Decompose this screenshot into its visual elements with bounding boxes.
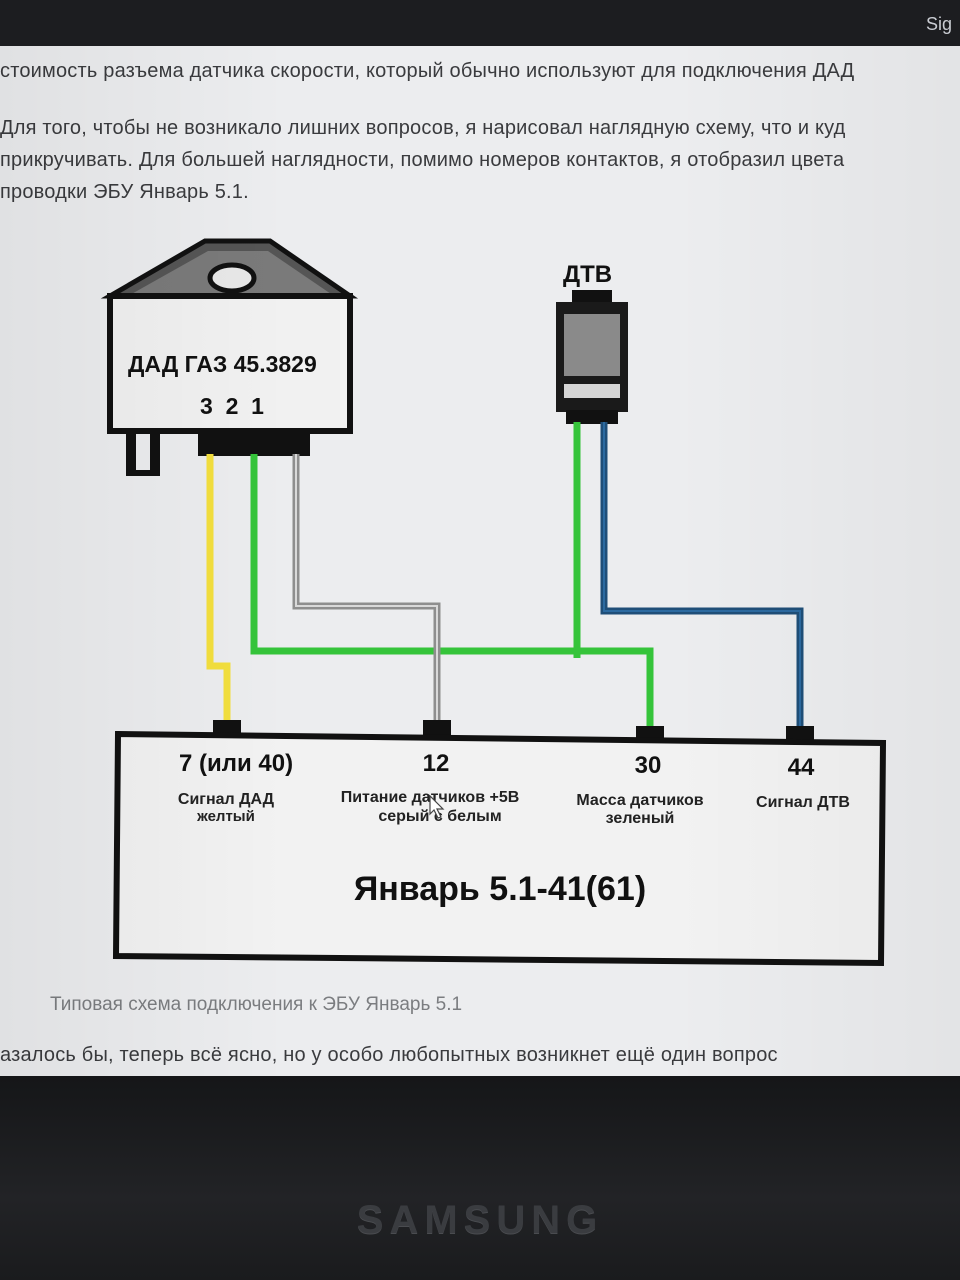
ecu-pin-number-30: 30 [635,752,662,779]
dtv-sensor-strip [564,384,620,398]
ecu-pin-name-7: Сигнал ДАД [178,791,275,808]
dtv-connector [566,410,618,424]
dad-label: ДАД ГАЗ 45.3829 [128,351,317,377]
dad-leg-left [126,430,136,474]
browser-top-bar: Sig [0,0,960,48]
article-line-1: стоимость разъема датчика скорости, кото… [0,60,855,82]
dtv-sensor-face [564,314,620,376]
monitor-brand-logo: SAMSUNG [356,1198,604,1242]
ecu-pin-color-30: зеленый [606,810,675,827]
dtv-sensor: ДТВ [556,261,628,424]
wiring-diagram: ДАД ГАЗ 45.3829 3 2 1 ДТВ [100,238,887,967]
dtv-sensor-cap [572,290,612,304]
ecu-pin-number-44: 44 [788,754,815,781]
dad-sensor-body [107,293,353,434]
ecu-pin-number-7: 7 (или 40) [179,750,293,777]
wire-gray [292,454,441,726]
wire-blue-inner [603,422,801,734]
dad-connector [198,430,310,456]
dtv-label: ДТВ [563,261,612,288]
mouse-cursor-icon [429,794,445,819]
wire-blue [600,422,804,734]
ecu-pin-name-30: Масса датчиков [576,792,703,809]
article-line-3: прикручивать. Для большей наглядности, п… [0,149,845,171]
ecu-pin-color-7: желтый [196,808,255,825]
figure-caption: Типовая схема подключения к ЭБУ Январь 5… [50,994,463,1015]
dad-leg-foot [126,470,160,476]
ecu-box-outline [112,730,887,967]
dad-pin-numbers: 3 2 1 [200,393,264,419]
wire-green-dad [250,454,654,734]
wire-yellow [206,454,231,726]
monitor-screen: стоимость разъема датчика скорости, кото… [0,46,960,1076]
article-line-5: азалось бы, теперь всё ясно, но у особо … [0,1044,778,1066]
sign-in-link[interactable]: Sig [926,14,953,34]
wire-gray-inner [295,454,438,726]
dad-sensor: ДАД ГАЗ 45.3829 3 2 1 [100,238,359,476]
ecu-title: Январь 5.1-41(61) [354,870,646,908]
dad-leg-right [150,430,160,474]
article-line-4: проводки ЭБУ Январь 5.1. [0,181,249,203]
article-line-2: Для того, чтобы не возникало лишних вопр… [0,117,846,139]
ecu-pin-number-12: 12 [423,750,450,777]
ecu-box: 7 (или 40) Сигнал ДАД желтый 12 Питание … [112,730,887,967]
ecu-pin-name-44: Сигнал ДТВ [756,794,850,811]
monitor-bezel [0,1076,960,1280]
article-paragraph: Для того, чтобы не возникало лишних вопр… [0,112,846,208]
wires [206,422,804,734]
dad-mount-hole [207,262,257,294]
